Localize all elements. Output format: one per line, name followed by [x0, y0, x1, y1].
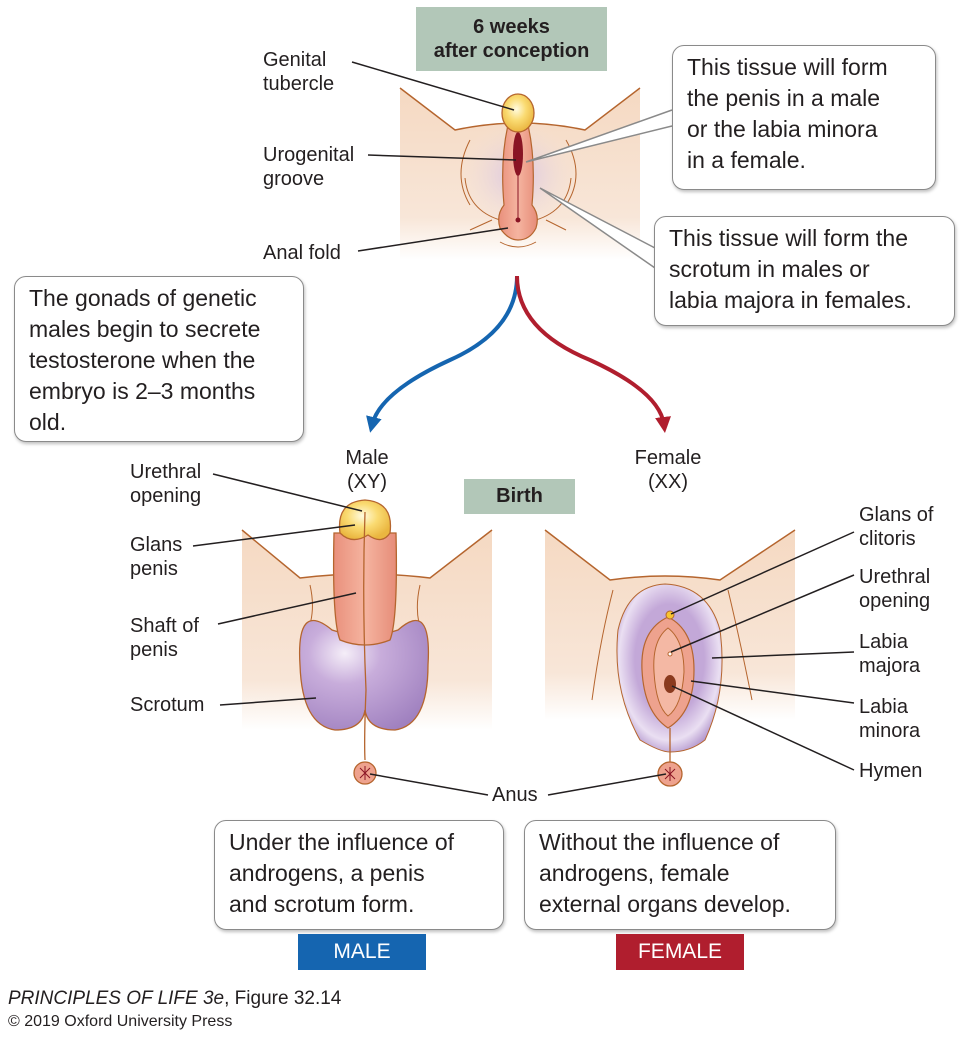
male-branch-arrow	[366, 275, 519, 433]
callout-gonads-testosterone: The gonads of genetic males begin to sec…	[14, 276, 304, 442]
stage-6-weeks-line2: after conception	[433, 40, 590, 62]
label-glans-of-clitoris: Glans of clitoris	[859, 504, 934, 550]
label-scrotum: Scrotum	[130, 694, 205, 716]
label-male-urethral-opening: Urethral opening	[130, 461, 202, 507]
label-anus: Anus	[492, 784, 538, 806]
figure-credit: PRINCIPLES OF LIFE 3e, Figure 32.14	[8, 988, 341, 1010]
label-shaft-of-penis: Shaft of penis	[130, 615, 199, 661]
female-leader-lines	[670, 531, 855, 771]
callout-scrotum-tissue: This tissue will form the scrotum in mal…	[654, 216, 955, 326]
label-labia-majora: Labia majora	[859, 631, 921, 677]
stage-6-weeks-box: 6 weeks after conception	[416, 7, 607, 71]
figure-number: , Figure 32.14	[224, 988, 342, 1009]
callout-female-result: Without the influence of androgens, fema…	[524, 820, 836, 930]
male-leader-lines	[192, 473, 667, 796]
female-birth-illustration	[544, 529, 796, 787]
label-anal-fold: Anal fold	[263, 242, 341, 264]
callout-penis-tissue: This tissue will form the penis in a mal…	[672, 45, 936, 190]
label-genital-tubercle: Genital tubercle	[263, 49, 335, 95]
book-title: PRINCIPLES OF LIFE 3e	[8, 988, 225, 1009]
stage-6-weeks-line1: 6 weeks	[473, 16, 550, 38]
stage-birth-label: Birth	[496, 485, 543, 507]
callout-male-result: Under the influence of androgens, a peni…	[214, 820, 504, 930]
copyright: © 2019 Oxford University Press	[8, 1013, 233, 1030]
label-glans-penis: Glans penis	[130, 534, 183, 580]
label-urogenital-groove: Urogenital groove	[263, 144, 355, 190]
male-birth-illustration	[241, 499, 493, 785]
branch-arrows	[366, 275, 671, 433]
label-hymen: Hymen	[859, 760, 923, 782]
top-leader-lines	[351, 61, 517, 252]
label-female-urethral-opening: Urethral opening	[859, 566, 931, 612]
embryo-6-weeks-illustration	[399, 87, 641, 260]
female-branch-arrow	[515, 275, 671, 433]
male-tag: MALE	[298, 934, 426, 970]
label-labia-minora: Labia minora	[859, 696, 921, 742]
female-tag: FEMALE	[616, 934, 744, 970]
label-female-xx: Female (XX)	[634, 447, 702, 493]
label-male-xy: Male (XY)	[345, 447, 389, 493]
callout-pointers	[525, 109, 673, 269]
stage-birth-box: Birth	[464, 479, 575, 514]
